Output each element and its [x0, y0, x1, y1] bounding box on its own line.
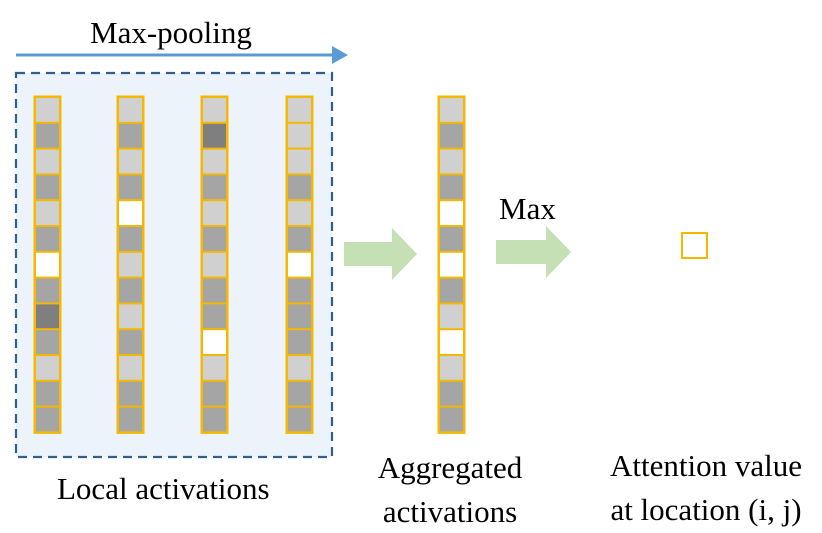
max-block-arrow — [496, 226, 571, 278]
local-column-3-cell — [203, 407, 226, 432]
local-column-3-cell — [203, 252, 226, 277]
local-column-4-cell — [288, 304, 311, 329]
local-column-4-cell — [288, 227, 311, 251]
local-column-4-cell — [288, 175, 311, 200]
local-column-1-cell — [36, 356, 59, 380]
local-column-2-cell — [119, 304, 142, 329]
local-column-1-cell — [36, 278, 59, 303]
aggregated-column-cell — [440, 149, 463, 174]
aggregate-block-arrow — [344, 228, 417, 280]
local-column-2-cell — [119, 227, 142, 251]
local-column-4-cell — [288, 356, 311, 380]
local-column-4-cell — [288, 407, 311, 432]
local-column-2-cell — [119, 330, 142, 354]
local-column-3-cell — [203, 201, 226, 225]
local-column-1-cell — [36, 201, 59, 225]
aggregated-column-cell — [440, 330, 463, 354]
local-column-3-cell — [203, 149, 226, 174]
local-column-2-cell — [119, 381, 142, 406]
local-activations-label: Local activations — [57, 471, 270, 506]
local-column-4-cell — [288, 201, 311, 225]
local-column-3-cell — [203, 123, 226, 148]
local-column-2-cell — [119, 175, 142, 200]
local-column-3-cell — [203, 381, 226, 406]
local-column-4-cell — [288, 123, 311, 148]
local-column-4-cell — [288, 252, 311, 277]
local-column-4-cell — [288, 278, 311, 303]
local-column-1-cell — [36, 304, 59, 329]
aggregated-column-cell — [440, 175, 463, 200]
local-activation-columns — [33, 95, 314, 434]
local-column-1-cell — [36, 227, 59, 251]
local-column-3-cell — [203, 227, 226, 251]
local-column-1-cell — [36, 175, 59, 200]
attention-label-line2: at location (i, j) — [610, 492, 802, 527]
aggregated-column-cell — [440, 201, 463, 225]
local-column-1-cell — [36, 381, 59, 406]
local-column-2-cell — [119, 356, 142, 380]
attention-value-label: Attention value at location (i, j) — [590, 444, 822, 532]
aggregated-column-cell — [440, 98, 463, 122]
local-column-2-cell — [119, 252, 142, 277]
local-column-2-cell — [119, 98, 142, 122]
local-column-2-cell — [119, 201, 142, 225]
aggregated-label-line2: activations — [382, 494, 518, 529]
aggregated-column-cell — [440, 304, 463, 329]
local-column-1-cell — [36, 98, 59, 122]
local-column-4-cell — [288, 330, 311, 354]
local-activations-box — [14, 71, 334, 459]
max-label: Max — [499, 191, 556, 226]
local-column-3-cell — [203, 330, 226, 354]
local-column-1-cell — [36, 123, 59, 148]
local-column-3-cell — [203, 175, 226, 200]
aggregated-column-cell — [440, 252, 463, 277]
attention-value-cell — [681, 232, 708, 259]
attention-label-line1: Attention value — [610, 448, 802, 483]
local-column-2-cell — [119, 123, 142, 148]
aggregated-column-cell — [440, 227, 463, 251]
aggregated-activations-label: Aggregated activations — [340, 446, 560, 533]
aggregated-column-cell — [440, 381, 463, 406]
local-column-3-cell — [203, 98, 226, 122]
local-column-2-cell — [119, 407, 142, 432]
aggregated-label-line1: Aggregated — [377, 450, 523, 485]
aggregated-column-cell — [440, 123, 463, 148]
local-column-3-cell — [203, 304, 226, 329]
aggregated-column-cell — [440, 278, 463, 303]
local-column-4-cell — [288, 98, 311, 122]
aggregated-column-cell — [440, 356, 463, 380]
local-column-4-cell — [288, 381, 311, 406]
local-column-3-cell — [203, 356, 226, 380]
local-column-1-cell — [36, 252, 59, 277]
local-column-2-cell — [119, 278, 142, 303]
local-column-1-cell — [36, 330, 59, 354]
max-pooling-arrow — [16, 46, 348, 64]
max-pooling-label: Max-pooling — [90, 15, 252, 50]
local-column-2-cell — [119, 149, 142, 174]
local-column-4-cell — [288, 149, 311, 174]
aggregated-activation-column — [437, 95, 466, 434]
local-column-3-cell — [203, 278, 226, 303]
aggregated-column-cell — [440, 407, 463, 432]
local-column-1-cell — [36, 149, 59, 174]
local-column-1-cell — [36, 407, 59, 432]
